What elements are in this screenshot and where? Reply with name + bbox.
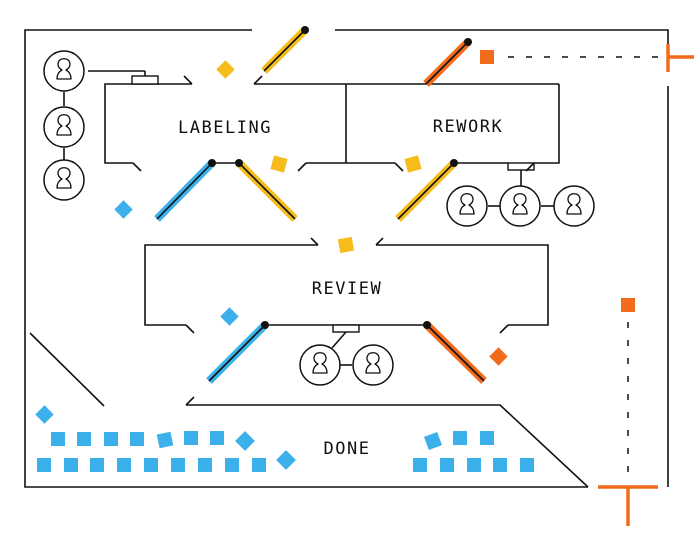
room-label-review: REVIEW (312, 279, 382, 299)
task-square-icon (520, 458, 534, 472)
task-square-icon (225, 458, 239, 472)
person-icon (43, 106, 85, 148)
task-square-icon (156, 431, 174, 449)
task-square-icon (90, 458, 104, 472)
task-square-icon (424, 432, 442, 450)
task-square-icon (114, 200, 133, 219)
task-square-icon (440, 458, 454, 472)
person-icon (43, 50, 85, 92)
review-workers (299, 331, 394, 386)
task-square-icon (489, 347, 508, 366)
rework-workers (446, 185, 595, 227)
door-rework-yellow (395, 159, 508, 222)
person-icon (446, 185, 488, 227)
task-square-icon (130, 432, 144, 446)
door-review-orange (423, 321, 487, 384)
task-square-icon (621, 298, 635, 312)
door-entry-labeling (261, 26, 309, 74)
task-square-icon (184, 431, 198, 445)
door-openings (132, 75, 535, 406)
task-square-icon (210, 431, 224, 445)
task-square-icon (493, 458, 507, 472)
task-square-icon (171, 458, 185, 472)
yellow-tasks (216, 60, 422, 254)
exit-terminals (508, 44, 694, 526)
task-square-icon (480, 431, 494, 445)
task-square-icon (467, 458, 481, 472)
door-labeling-blue (154, 160, 215, 222)
labeling-rework-walls (88, 70, 560, 164)
blue-tasks (35, 200, 534, 472)
doors (154, 26, 508, 384)
person-icon (352, 344, 394, 386)
task-square-icon (64, 458, 78, 472)
task-square-icon (198, 458, 212, 472)
orange-tasks (480, 50, 635, 366)
task-square-icon (216, 60, 235, 79)
door-rework-top (423, 38, 472, 87)
person-icon (499, 185, 541, 227)
task-square-icon (453, 431, 467, 445)
room-label-labeling: LABELING (178, 118, 272, 138)
task-square-icon (144, 458, 158, 472)
task-square-icon (104, 432, 118, 446)
task-square-icon (252, 458, 266, 472)
task-square-icon (77, 432, 91, 446)
room-label-rework: REWORK (433, 117, 503, 137)
door-review-blue (206, 321, 269, 384)
task-square-icon (51, 432, 65, 446)
person-icon (43, 159, 85, 201)
room-label-done: DONE (324, 439, 371, 459)
task-square-icon (220, 307, 239, 326)
door-labeling-yellow (236, 160, 298, 222)
task-square-icon (413, 458, 427, 472)
person-icon (299, 344, 341, 386)
task-square-icon (276, 450, 296, 470)
task-square-icon (235, 431, 255, 451)
labeling-workers (43, 50, 85, 201)
person-icon (553, 185, 595, 227)
task-square-icon (337, 236, 355, 254)
review-walls (144, 244, 549, 333)
task-square-icon (404, 155, 422, 173)
task-square-icon (270, 155, 288, 173)
task-square-icon (480, 50, 494, 64)
done-walls (29, 332, 589, 488)
task-square-icon (117, 458, 131, 472)
rework-desk (507, 162, 535, 186)
outer-walls (24, 29, 669, 488)
task-square-icon (35, 405, 54, 424)
task-square-icon (37, 458, 51, 472)
